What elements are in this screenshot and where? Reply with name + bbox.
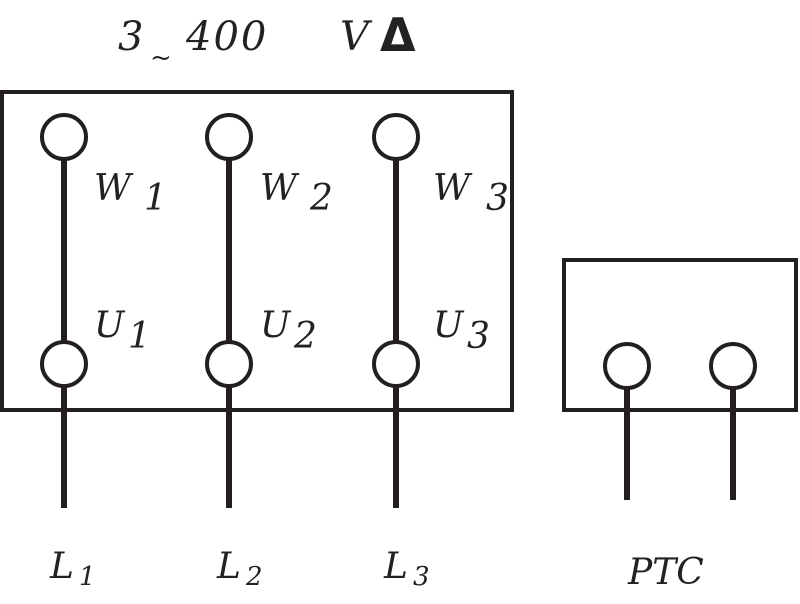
terminal-w3 [372,113,420,161]
phase-1-bridge [40,113,88,508]
terminal-w2 [205,113,253,161]
voltage-unit: V [340,14,373,60]
ptc-node-right [709,342,757,390]
ac-tilde: ~ [150,43,172,73]
phase-2-bridge [205,113,253,508]
label-u3-index: 3 [467,316,490,357]
terminal-u1 [40,340,88,388]
ptc-node-left [603,342,651,390]
terminal-u3 [372,340,420,388]
label-u2-index: 2 [293,316,317,357]
terminal-w1 [40,113,88,161]
label-w1-letter: W [94,168,134,209]
label-w2-letter: W [260,168,300,209]
label-l2-letter: L [216,546,241,587]
ptc-box [562,258,798,412]
voltage-value: 400 [185,14,268,60]
label-u1-index: 1 [128,316,151,357]
label-l3-index: 3 [413,562,430,592]
delta-symbol: Δ [380,8,416,62]
label-l2-index: 2 [245,562,263,592]
label-u1-letter: U [94,305,126,346]
label-u3-letter: U [433,305,465,346]
label-w2-index: 2 [309,178,333,219]
terminal-box [0,90,514,412]
label-u2-letter: U [260,305,292,346]
terminal-u2 [205,340,253,388]
phase-3-bridge [372,113,420,508]
label-l1-index: 1 [79,562,96,592]
label-l3-letter: L [383,546,408,587]
ptc-terminal-left [603,342,651,500]
label-l1-letter: L [49,546,74,587]
label-w1-index: 1 [144,178,167,219]
ptc-terminal-right [709,342,757,500]
label-w3-letter: W [433,168,473,209]
phase-count: 3 [118,14,145,60]
label-w3-index: 3 [486,178,509,219]
ptc-label: PTC [627,552,704,593]
